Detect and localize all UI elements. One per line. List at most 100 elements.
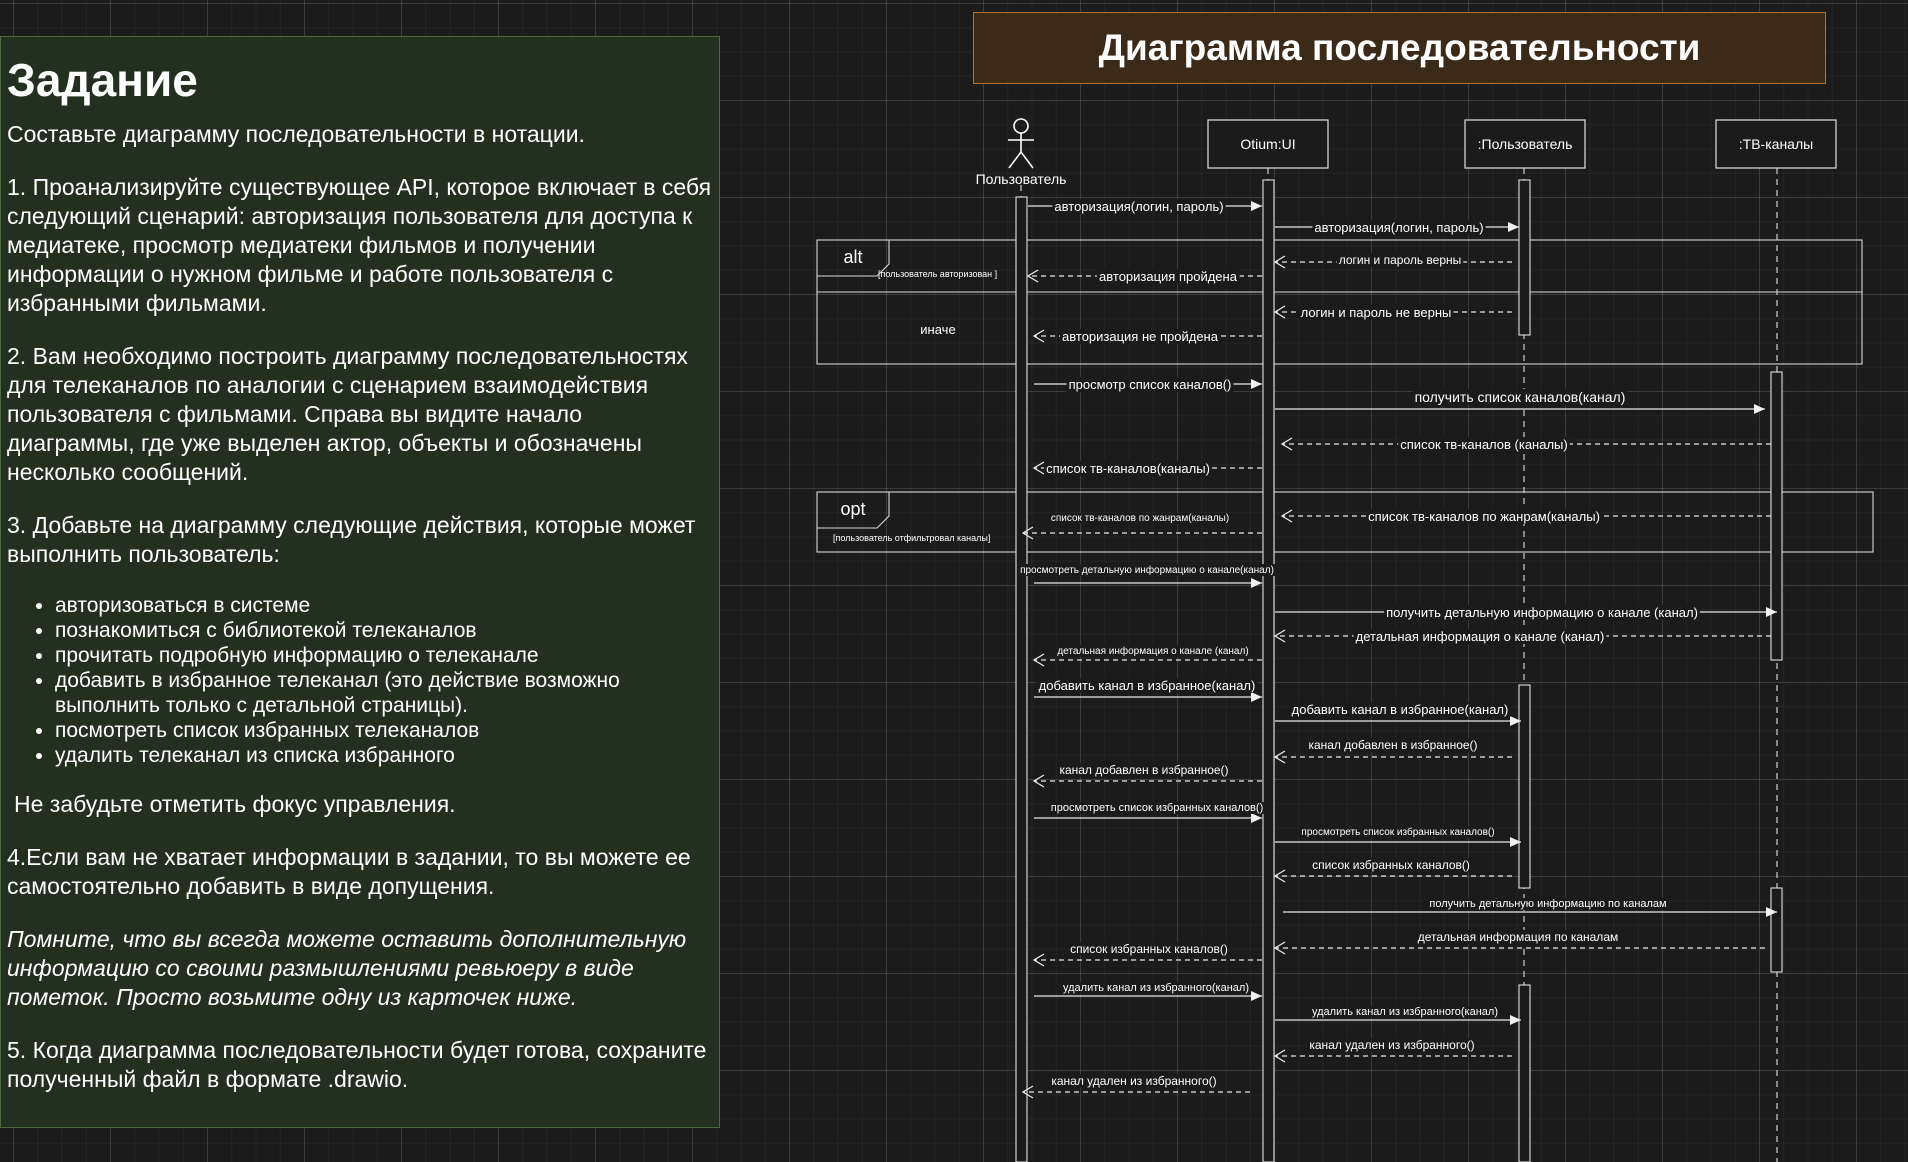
message[interactable]: список тв-каналов (каналы) — [1280, 437, 1771, 452]
filled-arrowhead-icon — [1251, 201, 1262, 211]
opt-fragment[interactable] — [816, 491, 1874, 553]
alt-fragment[interactable] — [816, 239, 1863, 365]
message[interactable]: добавить канал в избранное(канал) — [1275, 702, 1521, 726]
message[interactable]: удалить канал из избранного(канал) — [1034, 982, 1262, 1001]
message[interactable]: список избранных каналов() — [1032, 942, 1262, 967]
message-label-bg — [1044, 461, 1212, 476]
opt-guard: [пользователь отфильтровал каналы] — [833, 533, 990, 543]
filled-arrowhead-icon — [1251, 578, 1262, 588]
message-label: авторизация не пройдена — [1062, 329, 1219, 344]
message-label-bg — [1048, 802, 1266, 814]
message[interactable]: просмотреть список избранных каналов() — [1034, 802, 1266, 823]
message[interactable]: авторизация не пройдена — [1032, 329, 1262, 344]
task-action-item: прочитать подробную информацию о телекан… — [55, 643, 713, 668]
activation-bar — [1015, 196, 1028, 1162]
message-label: добавить канал в избранное(канал) — [1292, 702, 1509, 717]
message[interactable]: получить детальную информацию о канале (… — [1275, 605, 1777, 620]
message-label-bg — [1036, 678, 1258, 693]
message-label-bg — [1384, 605, 1700, 620]
message[interactable]: авторизация пройдена — [1026, 269, 1262, 284]
task-remember-note: Помните, что вы всегда можете оставить д… — [7, 925, 687, 1010]
filled-arrowhead-icon — [1510, 837, 1521, 847]
message[interactable]: канал удален из избранного() — [1273, 1038, 1512, 1063]
message-label: канал удален из избранного() — [1051, 1074, 1216, 1088]
message-label: детальная информация о канале (канал) — [1356, 629, 1605, 644]
open-arrowhead-icon — [1032, 461, 1045, 475]
task-step-3: 3. Добавьте на диаграмму следующие дейст… — [7, 511, 696, 567]
open-arrowhead-icon — [1032, 653, 1045, 667]
open-arrowhead-icon — [1273, 750, 1286, 764]
open-arrowhead-icon — [1273, 1049, 1286, 1063]
message[interactable]: логин и пароль не верны — [1273, 305, 1512, 320]
task-intro: Составьте диаграмму последовательности в… — [7, 120, 585, 147]
message[interactable]: список тв-каналов(каналы) — [1032, 461, 1262, 476]
message[interactable]: список избранных каналов() — [1273, 858, 1512, 883]
message-label: просмотреть список избранных каналов() — [1301, 826, 1494, 838]
object-box[interactable] — [1715, 119, 1837, 169]
open-arrowhead-icon — [1032, 774, 1045, 788]
filled-arrowhead-icon — [1508, 222, 1519, 232]
message-label-bg — [1018, 564, 1276, 576]
message[interactable]: список тв-каналов по жанрам(каналы) — [1280, 509, 1771, 524]
task-step-2: 2. Вам необходимо построить диаграмму по… — [7, 342, 688, 485]
message[interactable]: детальная информация по каналам — [1273, 930, 1765, 955]
filled-arrowhead-icon — [1251, 379, 1262, 389]
object-box[interactable] — [1207, 119, 1329, 169]
actor-label: Пользователь — [976, 171, 1067, 187]
task-action-list: авторизоваться в системе познакомиться с… — [7, 593, 713, 768]
open-arrowhead-icon — [1280, 509, 1293, 523]
message[interactable]: получить детальную информацию по каналам — [1283, 898, 1777, 917]
message[interactable]: логин и пароль верны — [1273, 253, 1512, 269]
object-box[interactable] — [1464, 119, 1586, 169]
task-title: Задание — [7, 54, 198, 106]
message-label-bg — [1312, 220, 1486, 235]
task-step-1: 1. Проанализируйте существующее API, кот… — [7, 173, 712, 316]
message-label-bg — [1057, 763, 1231, 777]
message[interactable]: канал добавлен в избранное() — [1273, 738, 1512, 764]
activation-bar — [1518, 684, 1531, 889]
message-label-bg — [1066, 377, 1234, 392]
activation-bar — [1770, 371, 1783, 661]
message[interactable]: получить список каналов(канал) — [1275, 389, 1765, 414]
message-label: добавить канал в избранное(канал) — [1039, 678, 1256, 693]
filled-arrowhead-icon — [1510, 716, 1521, 726]
message-label-bg — [1048, 513, 1232, 524]
message[interactable]: список тв-каналов по жанрам(каналы) — [1021, 513, 1262, 540]
message-label-bg — [1049, 1074, 1219, 1088]
actor-leg — [1008, 151, 1022, 169]
message-label-bg — [1097, 269, 1240, 284]
message-label-bg — [1306, 738, 1480, 752]
message-label: список тв-каналов по жанрам(каналы) — [1368, 509, 1600, 524]
message[interactable]: авторизация(логин, пароль) — [1028, 199, 1262, 214]
filled-arrowhead-icon — [1251, 692, 1262, 702]
open-arrowhead-icon — [1026, 269, 1039, 283]
message-label-bg — [1289, 702, 1511, 717]
message-label-bg — [1052, 199, 1226, 214]
actor-head — [1013, 118, 1029, 134]
message-label: получить список каналов(канал) — [1415, 389, 1626, 405]
diagram-title: Диаграмма последовательности — [973, 12, 1826, 84]
message[interactable]: авторизация(логин, пароль) — [1275, 220, 1519, 235]
activation-bar — [1518, 179, 1531, 336]
message[interactable]: детальная информация о канале (канал) — [1032, 645, 1262, 667]
message[interactable]: просмотреть детальную информацию о канал… — [1018, 564, 1276, 588]
message-label: получить детальную информацию по каналам — [1429, 898, 1666, 910]
message-label: авторизация пройдена — [1099, 269, 1238, 284]
task-action-item: познакомиться с библиотекой телеканалов — [55, 618, 713, 643]
message[interactable]: детальная информация о канале (канал) — [1273, 629, 1771, 644]
open-arrowhead-icon — [1273, 255, 1286, 269]
message[interactable]: добавить канал в избранное(канал) — [1034, 678, 1262, 702]
open-arrowhead-icon — [1273, 305, 1286, 319]
message[interactable]: удалить канал из избранного(канал) — [1275, 1006, 1521, 1025]
message-label: детальная информация по каналам — [1418, 930, 1619, 944]
message[interactable]: канал удален из избранного() — [1021, 1074, 1250, 1099]
message-label: авторизация(логин, пароль) — [1314, 220, 1483, 235]
message[interactable]: просмотреть список избранных каналов() — [1275, 826, 1521, 847]
message[interactable]: просмотр список каналов() — [1034, 377, 1262, 392]
opt-fragment-operator: opt — [840, 499, 865, 519]
open-arrowhead-icon — [1032, 953, 1045, 967]
message-label: детальная информация о канале (канал) — [1057, 645, 1248, 657]
message-label-bg — [1068, 942, 1230, 956]
message[interactable]: канал добавлен в избранное() — [1032, 763, 1262, 788]
